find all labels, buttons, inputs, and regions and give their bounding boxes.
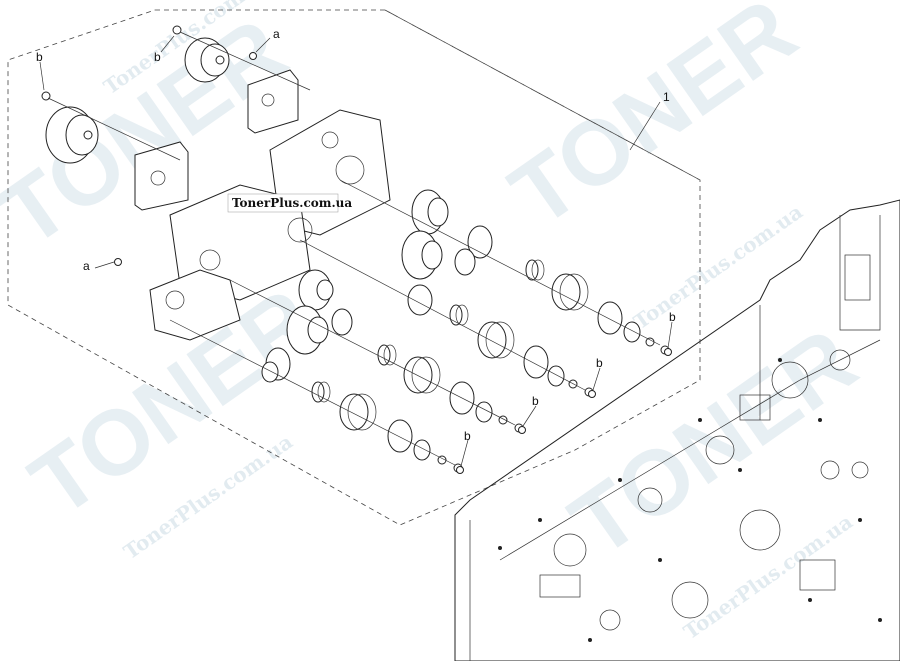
motor-upper	[184, 37, 299, 134]
coupling-row-1	[525, 259, 670, 355]
frame-panel	[454, 199, 900, 661]
site-badge: TonerPlus.com.ua	[227, 193, 352, 213]
callout-a-top: a	[273, 27, 280, 41]
callout-assembly-1: 1	[663, 90, 670, 104]
watermark-brand-2: TONER	[493, 0, 814, 246]
callout-b-row1: b	[669, 310, 676, 324]
callout-b-left: b	[36, 50, 43, 64]
motor-left	[45, 106, 189, 211]
callout-b-top: b	[154, 50, 161, 64]
callout-b-row4: b	[464, 429, 471, 443]
screws	[41, 25, 672, 474]
coupling-row-2	[449, 304, 594, 397]
callout-labels: 1 a a b b b b b b	[36, 27, 676, 443]
gear-train	[261, 189, 493, 383]
callout-b-row2: b	[596, 356, 603, 370]
axis-lines	[47, 31, 661, 466]
watermark-url-4: TonerPlus.com.ua	[679, 510, 857, 645]
assembly-boundary-inner	[384, 9, 701, 181]
assembly-boundary	[7, 9, 701, 526]
site-badge-text: TonerPlus.com.ua	[232, 196, 352, 210]
callout-b-row3: b	[532, 394, 539, 408]
coupling-row-4	[311, 381, 463, 473]
watermark-url-2: TonerPlus.com.ua	[629, 200, 807, 335]
leader-lines	[39, 35, 673, 467]
watermark-layer: TONER TONER TONER TONER TonerPlus.com.ua…	[0, 0, 874, 644]
callout-a-left: a	[83, 259, 90, 273]
